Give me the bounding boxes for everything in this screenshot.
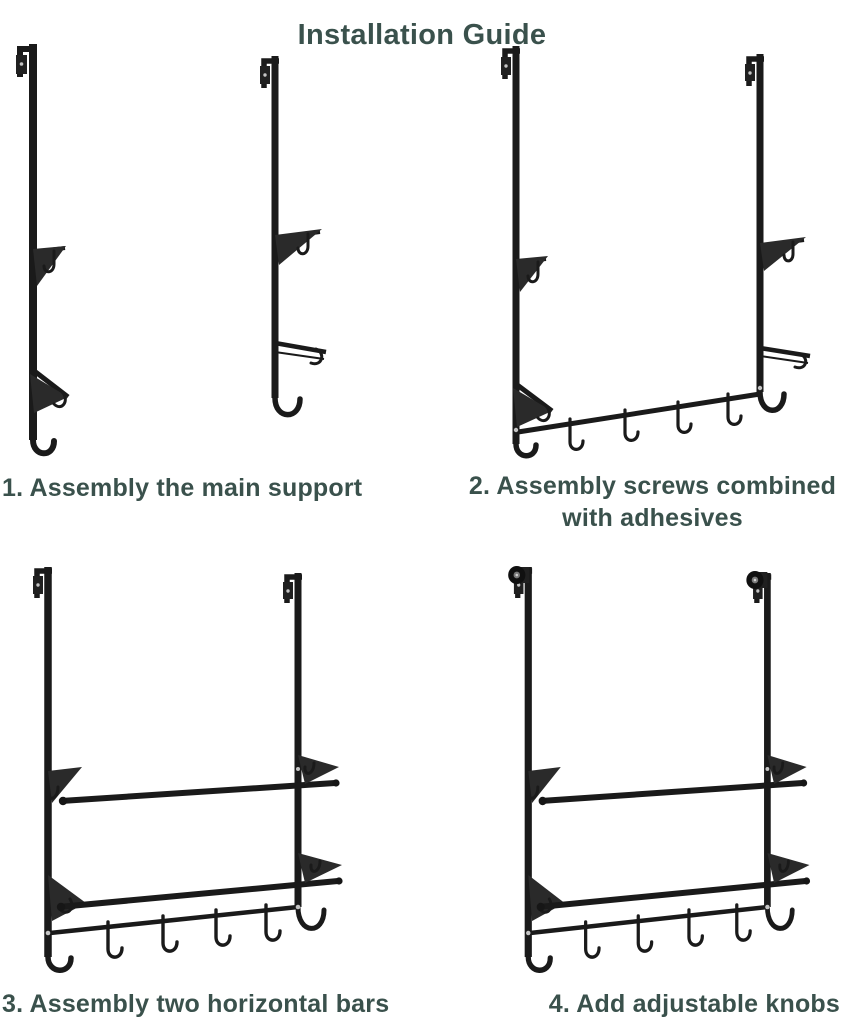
adjustable-knob-left [508, 566, 530, 584]
left-support-rail [501, 46, 554, 459]
step-2-illustration [501, 46, 811, 459]
step-2-caption-line: with adhesives [562, 504, 743, 532]
step-2-caption-line: 2. Assembly screws combined [468, 472, 837, 500]
right-support-rail [745, 54, 811, 413]
step-2-caption: 2. Assembly screws combined with adhesiv… [455, 470, 844, 534]
right-support-rail [260, 56, 327, 418]
bottom-hook-rail [513, 385, 763, 451]
step-3-illustration [8, 545, 422, 985]
step-3-caption-line: 3. Assembly two horizontal bars [2, 990, 390, 1018]
step-1-caption: 1. Assembly the main support [2, 472, 438, 504]
adjustable-knob-right [746, 571, 768, 589]
step-4-illustration [508, 545, 844, 985]
left-support-rail [16, 44, 70, 457]
step-1-caption-line: 1. Assembly the main support [2, 474, 363, 502]
step-1-illustration [16, 44, 327, 457]
page-title: Installation Guide [297, 19, 547, 52]
step-3-caption: 3. Assembly two horizontal bars [2, 988, 448, 1020]
step-4-caption-line: 4. Add adjustable knobs [548, 990, 840, 1018]
step-4-caption: 4. Add adjustable knobs [414, 988, 844, 1020]
